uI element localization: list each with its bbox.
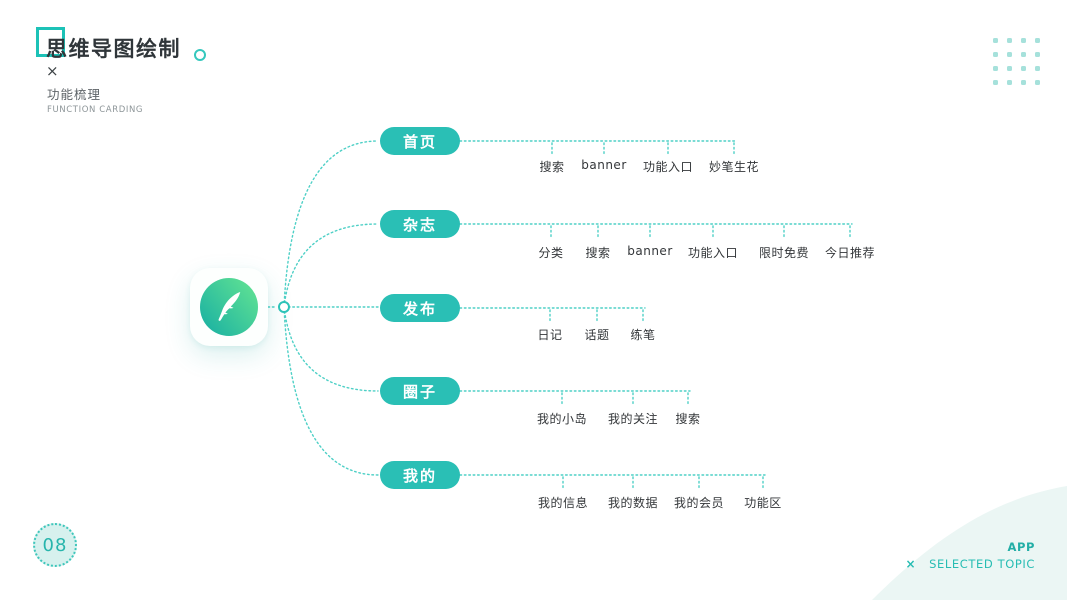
corner-wave-decoration: [872, 486, 1067, 600]
child-label: 我的关注: [607, 412, 659, 426]
child-label: 功能区: [744, 496, 782, 510]
child-label: 限时免费: [758, 246, 810, 260]
title-square-decoration: [36, 27, 65, 57]
subtitle: 功能梳理: [47, 87, 102, 102]
cross-icon: ×: [905, 557, 917, 571]
child-label: 功能入口: [642, 160, 694, 174]
child-label: 搜索: [675, 412, 701, 426]
hub-node: [278, 301, 290, 313]
child-label: 搜索: [539, 160, 565, 174]
subtitle-english: FUNCTION CARDING: [47, 105, 144, 115]
title-ring-decoration: [194, 49, 206, 61]
child-label: 今日推荐: [824, 246, 876, 260]
dots-grid-decoration: [993, 38, 1040, 85]
child-label: 我的数据: [607, 496, 659, 510]
page-number-badge: 08: [33, 523, 77, 567]
child-label: 我的信息: [537, 496, 589, 510]
page-title: 思维导图绘制: [46, 37, 181, 61]
footer-app-label: APP: [1007, 540, 1035, 554]
child-label: banner: [627, 244, 673, 258]
child-label: 功能入口: [687, 246, 739, 260]
child-label: 分类: [538, 246, 564, 260]
feather-icon: [218, 292, 241, 321]
child-label: 练笔: [630, 328, 656, 342]
child-label: 日记: [537, 328, 563, 342]
child-label: 搜索: [585, 246, 611, 260]
child-label: 我的小岛: [536, 412, 588, 426]
branch-node-mine: 我的: [380, 461, 460, 489]
branch-node-home: 首页: [380, 127, 460, 155]
branch-node-magazine: 杂志: [380, 210, 460, 238]
app-icon: [190, 268, 268, 346]
footer-topic-row: × SELECTED TOPIC: [905, 557, 1035, 571]
child-label: banner: [581, 158, 627, 172]
child-label: 我的会员: [673, 496, 725, 510]
child-label: 话题: [584, 328, 610, 342]
branch-node-circle: 圈子: [380, 377, 460, 405]
footer-topic-label: SELECTED TOPIC: [929, 557, 1035, 571]
branch-node-publish: 发布: [380, 294, 460, 322]
cross-icon: ×: [46, 62, 59, 80]
app-icon-circle: [200, 278, 258, 336]
child-label: 妙笔生花: [708, 160, 760, 174]
